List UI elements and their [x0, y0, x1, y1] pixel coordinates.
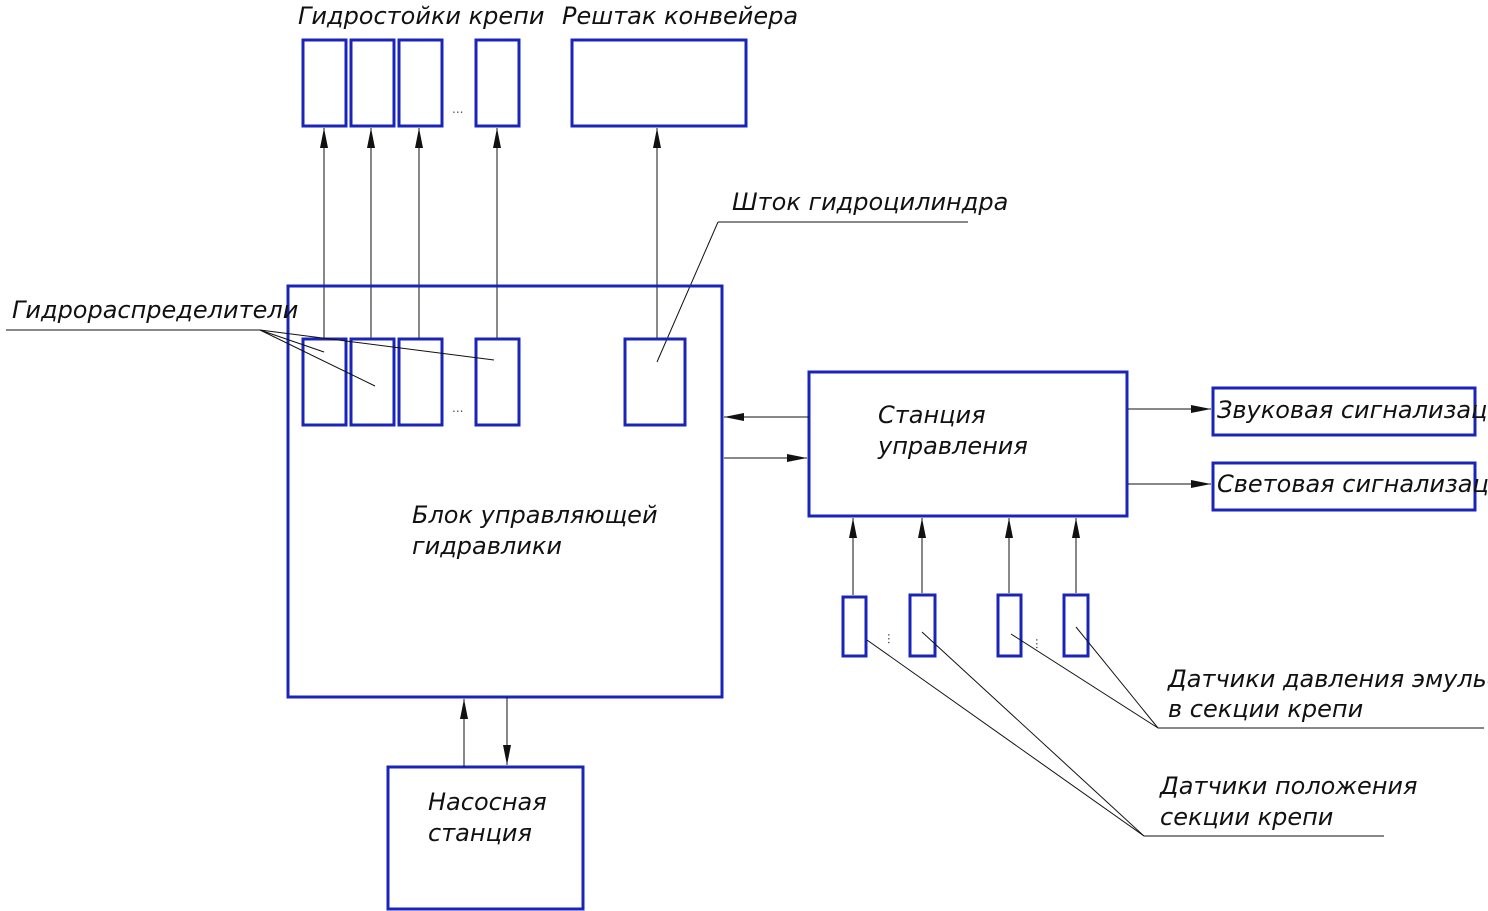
control-block-label-2: гидравлики [412, 532, 562, 560]
position-sensors-leader-1 [866, 639, 1145, 837]
hydro-stand-n [474, 38, 521, 128]
distributor-3 [397, 337, 444, 427]
distributors-leader-2 [259, 329, 376, 387]
hydro-stands-label: Гидростойки крепи [298, 2, 544, 30]
position-sensors-ellipsis: ... [885, 633, 899, 644]
distributors-label: Гидрораспределители [12, 296, 298, 324]
cylinder-distributor [623, 337, 687, 427]
distributor-n [474, 337, 521, 427]
hydro-stand-2 [349, 38, 396, 128]
pump-station-label-2: станция [428, 819, 532, 847]
pump-station-label-1: Насосная [428, 788, 547, 816]
position-sensor-n [908, 593, 937, 658]
pressure-sensors-leader-n [1075, 626, 1159, 729]
sound-alarm-box [1211, 386, 1477, 437]
pressure-sensors-label-2: в секции крепи [1168, 695, 1363, 723]
conveyor-grate-label: Рештак конвейера [562, 2, 798, 30]
light-alarm-box [1211, 461, 1477, 512]
hydro-stands-ellipsis: ... [452, 102, 463, 116]
distributors-leader-n [259, 329, 495, 361]
position-sensors-label-2: секции крепи [1160, 803, 1333, 831]
pump-station-box [386, 765, 585, 911]
distributors-leader-1 [259, 329, 325, 353]
pressure-sensor-n [1062, 593, 1090, 658]
cylinder-rod-label: Шток гидроцилиндра [732, 188, 1008, 216]
control-hydraulics-block [286, 284, 724, 699]
control-station-label-1: Станция [878, 401, 986, 429]
position-sensors-label-1: Датчики положения [1159, 772, 1417, 800]
distributor-2 [349, 337, 396, 427]
hydro-stand-3 [397, 38, 444, 128]
control-station-label-2: управления [877, 432, 1028, 460]
control-block-label-1: Блок управляющей [412, 501, 658, 529]
hydro-stand-1 [301, 38, 348, 128]
pressure-sensors-label-1: Датчики давления эмульсии [1167, 665, 1488, 693]
light-alarm-label: Световая сигнализация [1217, 470, 1488, 498]
distributors-ellipsis: ... [452, 401, 463, 415]
distributor-1 [301, 337, 348, 427]
pressure-sensor-1 [996, 593, 1023, 658]
position-sensors-leader-n [921, 631, 1145, 837]
cylinder-rod-leader [656, 221, 719, 363]
control-station-box [807, 370, 1129, 518]
pressure-sensors-ellipsis: ... [1033, 638, 1047, 649]
conveyor-grate-box [570, 38, 748, 128]
pressure-sensors-leader-1 [1010, 633, 1159, 729]
sound-alarm-label: Звуковая сигнализация [1217, 396, 1488, 424]
position-sensor-1 [841, 595, 868, 658]
